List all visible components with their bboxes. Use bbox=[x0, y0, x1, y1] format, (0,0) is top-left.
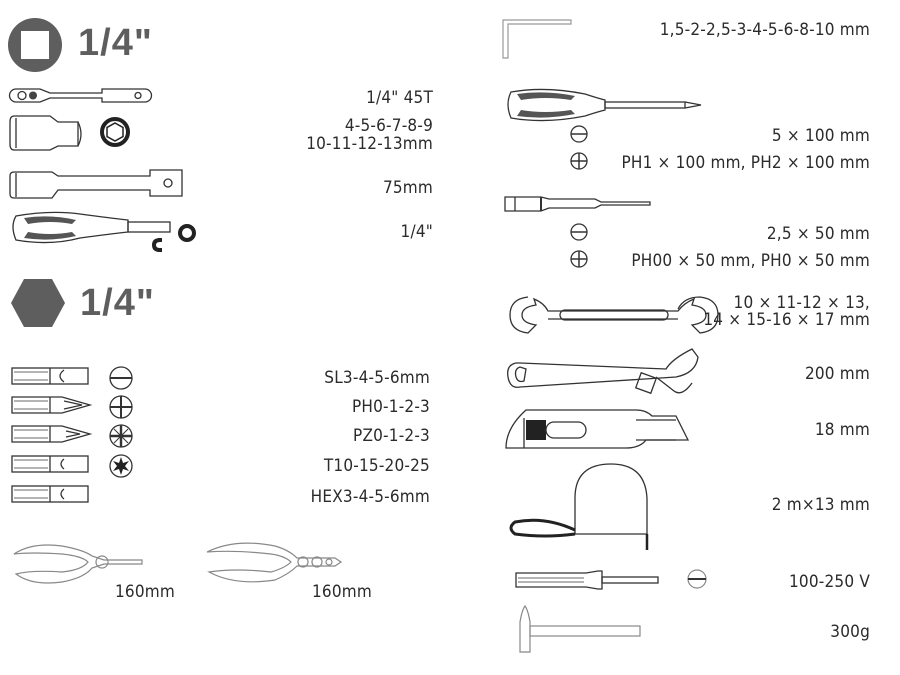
pozidriv-bit-icon bbox=[11, 425, 93, 443]
pozidriv-bit-spec: PZ0-1-2-3 bbox=[353, 426, 430, 446]
hex-key-spec: 1,5-2-2,5-3-4-5-6-8-10 mm bbox=[659, 20, 870, 40]
long-nose-pliers-icon bbox=[13, 544, 143, 584]
slotted-bit-spec: SL3-4-5-6mm bbox=[324, 368, 430, 388]
screwdriver-slotted-spec: 5 × 100 mm bbox=[771, 126, 870, 146]
extension-bar-icon bbox=[9, 169, 183, 199]
voltage-tester-spec: 100-250 V bbox=[788, 572, 870, 592]
voltage-tester-icon bbox=[515, 570, 659, 590]
tape-measure-spec: 2 m×13 mm bbox=[771, 495, 870, 515]
phillips-symbol-icon bbox=[570, 152, 588, 170]
hex-drive-header: 1/4" bbox=[80, 282, 155, 324]
slotted-symbol-small-icon bbox=[570, 223, 588, 241]
slotted-screw-icon bbox=[109, 366, 133, 390]
bit-holder-screwdriver-icon bbox=[12, 211, 171, 252]
hex-bit-icon bbox=[11, 485, 89, 503]
phillips-bit-icon bbox=[11, 396, 93, 414]
ratchet-icon bbox=[8, 88, 153, 103]
open-end-spanner-icon bbox=[509, 296, 719, 334]
socket-spec-line2: 10-11-12-13mm bbox=[306, 134, 433, 154]
spanner-spec-line2: 14 × 15-16 × 17 mm bbox=[703, 310, 870, 330]
hammer-spec: 300g bbox=[830, 622, 870, 642]
torx-bit-spec: T10-15-20-25 bbox=[323, 456, 430, 476]
utility-knife-spec: 18 mm bbox=[814, 420, 870, 440]
slotted-bit-icon bbox=[11, 367, 89, 385]
utility-knife-icon bbox=[505, 409, 690, 449]
torx-bit-icon bbox=[11, 455, 89, 473]
bit-holder-spec: 1/4" bbox=[400, 222, 433, 242]
socket-icon bbox=[9, 115, 82, 151]
phillips-screw-icon bbox=[109, 395, 133, 419]
adjustable-wrench-icon bbox=[507, 348, 699, 395]
hex-key-icon bbox=[502, 19, 572, 59]
ratchet-spec: 1/4" 45T bbox=[366, 88, 433, 108]
precision-slotted-spec: 2,5 × 50 mm bbox=[766, 224, 870, 244]
long-nose-pliers-spec: 160mm bbox=[115, 582, 175, 602]
torx-screw-icon bbox=[109, 454, 133, 478]
precision-screwdriver-icon bbox=[504, 196, 651, 212]
screwdriver-icon bbox=[507, 88, 702, 122]
tape-measure-icon bbox=[509, 463, 649, 550]
hex-bit-spec: HEX3-4-5-6mm bbox=[310, 487, 430, 507]
square-drive-header: 1/4" bbox=[78, 22, 153, 64]
socket-spec-line1: 4-5-6-7-8-9 bbox=[344, 116, 433, 136]
screwdriver-phillips-spec: PH1 × 100 mm, PH2 × 100 mm bbox=[621, 153, 870, 173]
spanner-spec-line1: 10 × 11-12 × 13, bbox=[733, 293, 870, 313]
hex-drive-icon bbox=[11, 279, 65, 327]
hex-socket-end-icon bbox=[100, 117, 130, 147]
adjustable-wrench-spec: 200 mm bbox=[804, 364, 870, 384]
precision-phillips-spec: PH00 × 50 mm, PH0 × 50 mm bbox=[631, 251, 870, 271]
bit-hex-small-icon bbox=[178, 224, 196, 242]
phillips-bit-spec: PH0-1-2-3 bbox=[351, 397, 430, 417]
phillips-symbol-small-icon bbox=[570, 250, 588, 268]
combination-pliers-icon bbox=[206, 542, 343, 583]
extension-spec: 75mm bbox=[382, 178, 433, 198]
hammer-icon bbox=[519, 604, 641, 653]
slotted-tip-symbol-icon bbox=[687, 569, 707, 589]
combination-pliers-spec: 160mm bbox=[312, 582, 372, 602]
square-drive-icon bbox=[8, 18, 62, 72]
slotted-symbol-icon bbox=[570, 125, 588, 143]
pozidriv-screw-icon bbox=[109, 424, 133, 448]
